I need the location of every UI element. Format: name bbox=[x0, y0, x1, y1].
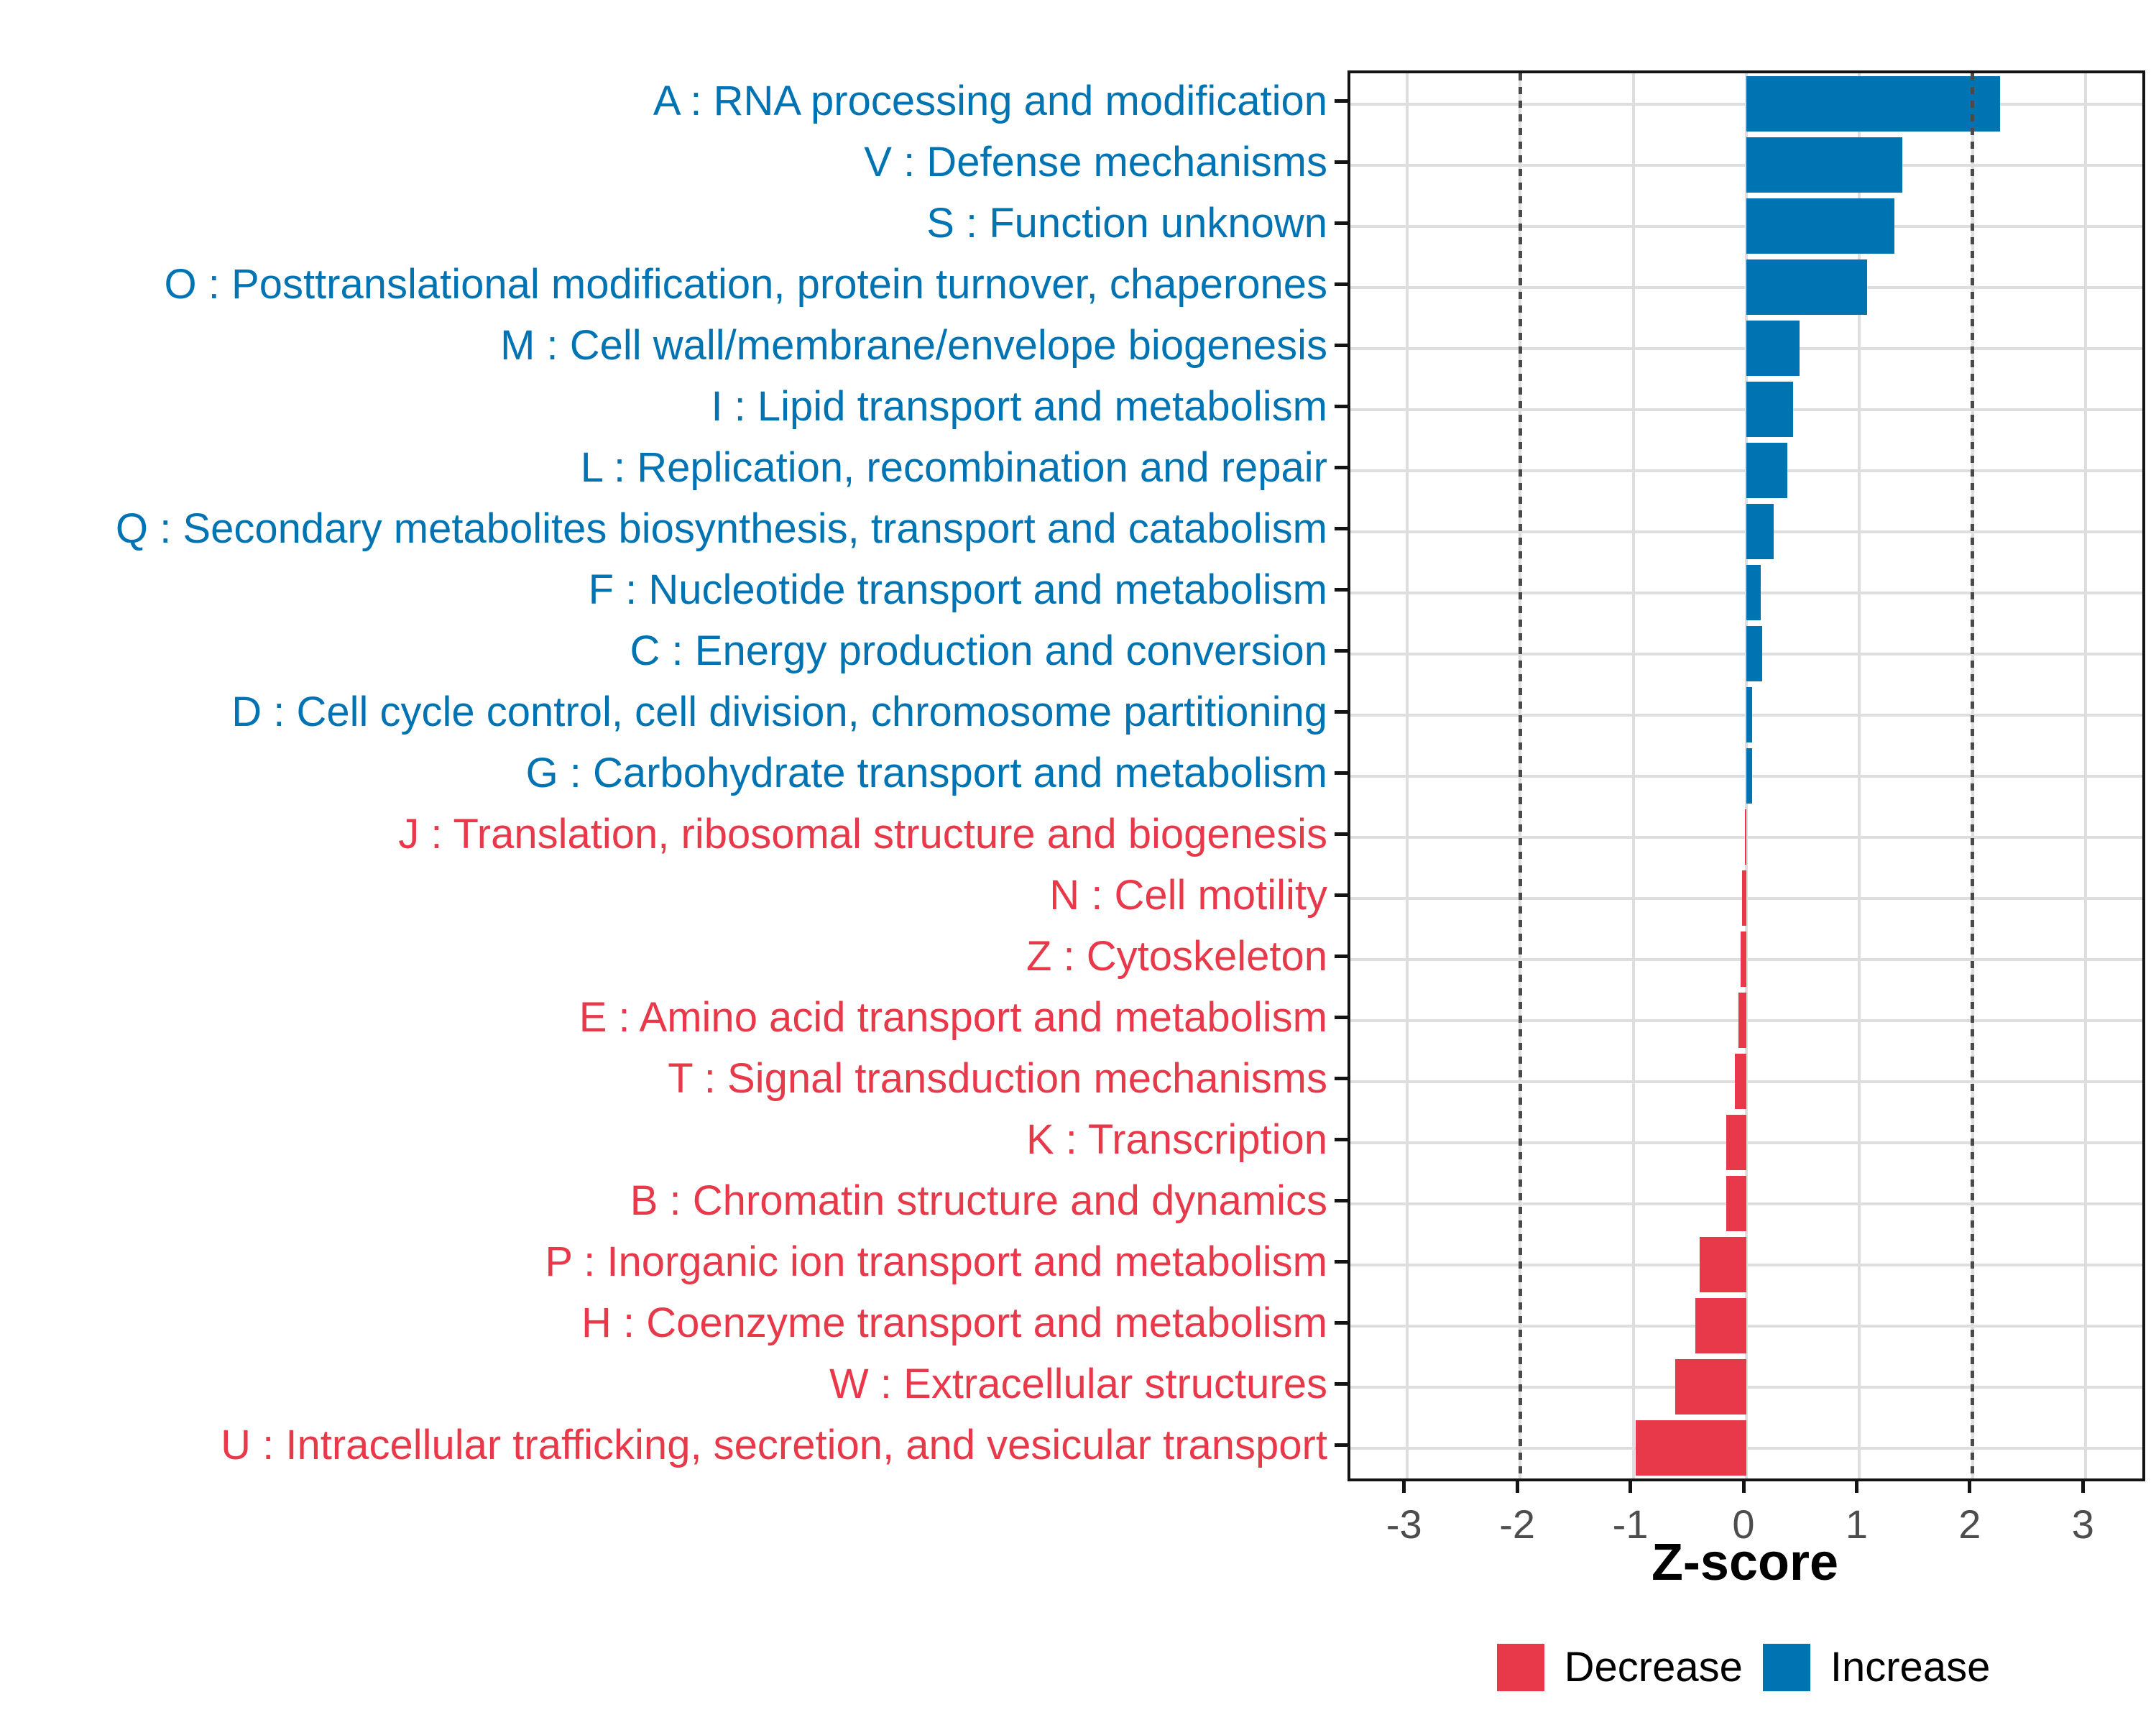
bar bbox=[1746, 198, 1895, 254]
y-axis-tick bbox=[1335, 282, 1348, 286]
bar bbox=[1746, 443, 1787, 498]
y-axis-label: D : Cell cycle control, cell division, c… bbox=[231, 689, 1327, 735]
y-axis-label: J : Translation, ribosomal structure and… bbox=[398, 811, 1327, 857]
legend-key bbox=[1762, 1644, 1810, 1691]
bar bbox=[1745, 809, 1747, 865]
y-axis-label: F : Nucleotide transport and metabolism bbox=[588, 566, 1327, 613]
y-axis-tick bbox=[1335, 1260, 1348, 1264]
y-axis-label: K : Transcription bbox=[1026, 1116, 1327, 1163]
x-axis-tick-label: -2 bbox=[1499, 1501, 1536, 1547]
x-axis-tick bbox=[1968, 1478, 1972, 1493]
x-axis-tick bbox=[1854, 1478, 1858, 1493]
bar bbox=[1746, 76, 2000, 132]
y-axis-tick bbox=[1335, 1016, 1348, 1019]
bar bbox=[1741, 870, 1746, 926]
x-axis-tick bbox=[1741, 1478, 1746, 1493]
y-axis-label: V : Defense mechanisms bbox=[864, 139, 1327, 185]
y-axis-tick bbox=[1335, 588, 1348, 592]
y-axis-label: U : Intracellular trafficking, secretion… bbox=[221, 1422, 1327, 1468]
bar bbox=[1746, 321, 1800, 376]
y-axis-tick bbox=[1335, 1321, 1348, 1325]
y-axis-label: Z : Cytoskeleton bbox=[1026, 933, 1327, 980]
y-axis-label: G : Carbohydrate transport and metabolis… bbox=[525, 750, 1327, 796]
y-axis-tick bbox=[1335, 1382, 1348, 1386]
y-axis-label: L : Replication, recombination and repai… bbox=[580, 444, 1327, 491]
x-axis-tick-label: 2 bbox=[1958, 1501, 1981, 1547]
y-axis-tick bbox=[1335, 1199, 1348, 1202]
y-axis-label: W : Extracellular structures bbox=[829, 1361, 1327, 1407]
v-gridline bbox=[1631, 73, 1635, 1478]
y-axis-label: N : Cell motility bbox=[1049, 872, 1327, 919]
bar bbox=[1746, 137, 1903, 193]
y-axis-tick bbox=[1335, 160, 1348, 164]
x-axis-tick-label: 0 bbox=[1732, 1501, 1755, 1547]
bars-layer bbox=[1350, 73, 2142, 1478]
bar bbox=[1746, 626, 1763, 681]
v-gridline bbox=[1858, 73, 1861, 1478]
legend-key bbox=[1496, 1644, 1544, 1691]
legend: Decrease Increase bbox=[1348, 1644, 2139, 1691]
y-axis-label: S : Function unknown bbox=[926, 200, 1327, 247]
bar bbox=[1746, 687, 1752, 742]
y-axis-label: P : Inorganic ion transport and metaboli… bbox=[545, 1238, 1327, 1285]
x-axis-tick bbox=[1628, 1478, 1633, 1493]
y-axis-label: T : Signal transduction mechanisms bbox=[668, 1055, 1327, 1102]
bar bbox=[1738, 993, 1746, 1048]
y-axis-label: M : Cell wall/membrane/envelope biogenes… bbox=[500, 322, 1327, 369]
y-axis-tick bbox=[1335, 99, 1348, 103]
y-axis-tick bbox=[1335, 771, 1348, 775]
x-axis-tick-label: -3 bbox=[1386, 1501, 1422, 1547]
x-axis-tick-label: 1 bbox=[1845, 1501, 1868, 1547]
y-axis-label: H : Coenzyme transport and metabolism bbox=[581, 1300, 1327, 1346]
bar bbox=[1735, 1054, 1746, 1109]
v-gridline bbox=[2084, 73, 2088, 1478]
bar bbox=[1726, 1176, 1746, 1231]
legend-label: Decrease bbox=[1564, 1644, 1743, 1690]
y-axis-tick bbox=[1335, 1077, 1348, 1080]
y-axis-tick bbox=[1335, 710, 1348, 714]
x-axis-tick-label: 3 bbox=[2071, 1501, 2094, 1547]
bar bbox=[1741, 932, 1746, 987]
y-axis-tick bbox=[1335, 1443, 1348, 1447]
plot-panel bbox=[1348, 70, 2145, 1481]
x-axis-tick bbox=[1515, 1478, 1519, 1493]
y-axis-tick bbox=[1335, 893, 1348, 897]
reference-lines-layer bbox=[1350, 73, 2142, 1478]
y-axis-tick bbox=[1335, 832, 1348, 836]
y-axis-label: C : Energy production and conversion bbox=[630, 627, 1327, 674]
bar bbox=[1746, 382, 1793, 437]
reference-line bbox=[1518, 73, 1522, 1478]
legend-label: Increase bbox=[1830, 1644, 1991, 1690]
bar bbox=[1635, 1420, 1746, 1476]
bar bbox=[1746, 504, 1774, 559]
y-axis-tick bbox=[1335, 221, 1348, 225]
y-axis-label: Q : Secondary metabolites biosynthesis, … bbox=[115, 505, 1327, 552]
y-axis-tick bbox=[1335, 344, 1348, 347]
bar bbox=[1700, 1237, 1746, 1292]
y-axis-tick bbox=[1335, 405, 1348, 408]
x-axis-tick bbox=[1402, 1478, 1406, 1493]
y-axis-label: O : Posttranslational modification, prot… bbox=[164, 261, 1327, 308]
bar bbox=[1726, 1115, 1746, 1170]
x-axis-tick bbox=[2081, 1478, 2085, 1493]
bar bbox=[1746, 259, 1868, 315]
v-gridline bbox=[1405, 73, 1409, 1478]
y-axis-tick bbox=[1335, 649, 1348, 653]
y-axis-label: E : Amino acid transport and metabolism bbox=[579, 994, 1327, 1041]
bar bbox=[1746, 748, 1752, 804]
x-axis-title: Z-score bbox=[1651, 1534, 1839, 1591]
bar bbox=[1674, 1359, 1746, 1414]
y-axis-label: B : Chromatin structure and dynamics bbox=[630, 1177, 1327, 1224]
y-axis-label: I : Lipid transport and metabolism bbox=[711, 383, 1327, 430]
y-axis-tick bbox=[1335, 954, 1348, 958]
y-axis-label: A : RNA processing and modification bbox=[653, 78, 1327, 124]
y-axis-tick bbox=[1335, 466, 1348, 469]
y-axis-tick bbox=[1335, 527, 1348, 530]
bar bbox=[1695, 1298, 1746, 1353]
x-axis-tick-label: -1 bbox=[1612, 1501, 1649, 1547]
reference-line bbox=[1971, 73, 1975, 1478]
bar bbox=[1746, 565, 1761, 620]
y-axis-tick bbox=[1335, 1138, 1348, 1141]
